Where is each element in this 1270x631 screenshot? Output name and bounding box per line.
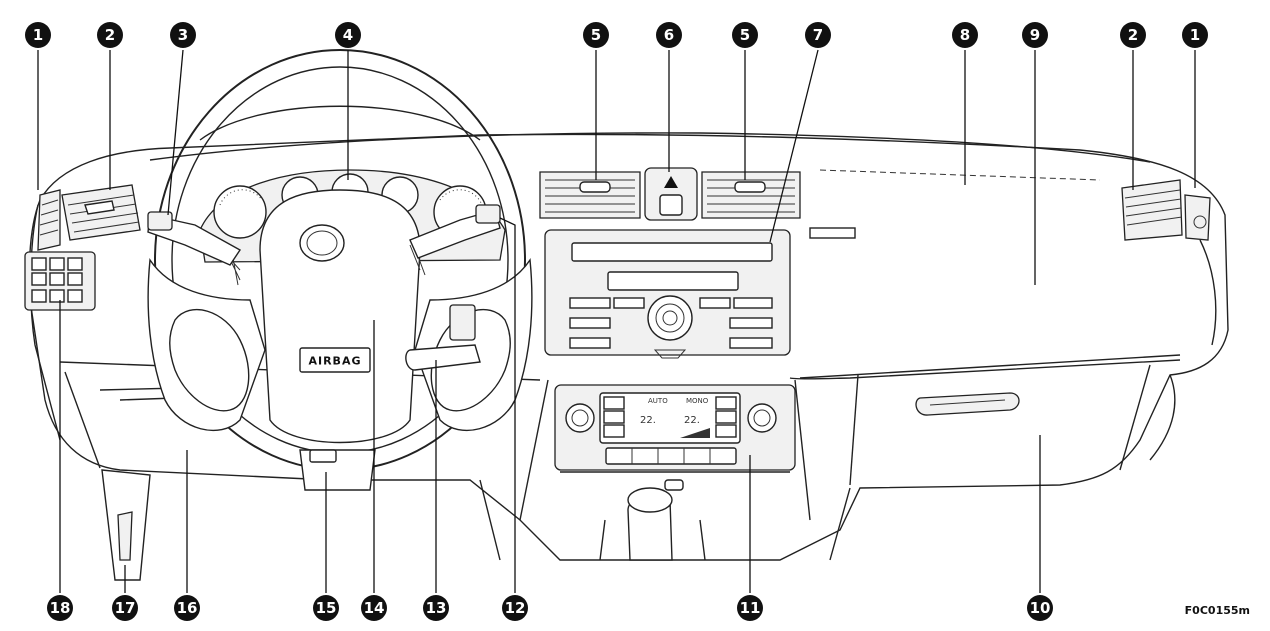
callout-top-2-right: 2 (1120, 22, 1146, 48)
callout-top-8: 8 (952, 22, 978, 48)
climate-control: AUTO MONO 22. 22. (554, 384, 796, 471)
svg-text:7: 7 (813, 26, 823, 44)
svg-text:13: 13 (426, 599, 447, 617)
callout-top-1-left: 1 (25, 22, 51, 48)
climate-temp-right: 22. (684, 415, 700, 426)
svg-text:5: 5 (591, 26, 601, 44)
light-switch-panel (24, 251, 96, 311)
svg-text:18: 18 (50, 599, 71, 617)
leader-lines (37, 49, 1196, 593)
svg-text:14: 14 (364, 599, 385, 617)
callout-top-4: 4 (335, 22, 361, 48)
callout-bottom-10: 10 (1027, 595, 1053, 621)
svg-text:16: 16 (177, 599, 198, 617)
svg-text:10: 10 (1030, 599, 1051, 617)
radio-unit (544, 229, 791, 359)
svg-text:5: 5 (740, 26, 750, 44)
callout-top-3: 3 (170, 22, 196, 48)
svg-text:8: 8 (960, 26, 970, 44)
callout-bottom-11: 11 (737, 595, 763, 621)
center-console (479, 379, 851, 561)
svg-text:3: 3 (178, 26, 188, 44)
callout-bottom-16: 16 (174, 595, 200, 621)
svg-text:15: 15 (316, 599, 337, 617)
climate-temp-left: 22. (640, 415, 656, 426)
callout-bottom-13: 13 (423, 595, 449, 621)
svg-text:11: 11 (740, 599, 761, 617)
bonnet-release (101, 469, 151, 581)
svg-text:6: 6 (664, 26, 674, 44)
hazard-button (644, 167, 698, 221)
callout-top-5-left: 5 (583, 22, 609, 48)
center-vent-right (701, 171, 801, 219)
callout-top-2-left: 2 (97, 22, 123, 48)
callout-bottom-15: 15 (313, 595, 339, 621)
svg-text:4: 4 (343, 26, 353, 44)
center-vent-left (539, 171, 641, 219)
climate-mode-left: AUTO (648, 397, 668, 405)
callout-top-9: 9 (1022, 22, 1048, 48)
callout-bottom-14: 14 (361, 595, 387, 621)
svg-text:2: 2 (1128, 26, 1138, 44)
callout-top-7: 7 (805, 22, 831, 48)
svg-text:2: 2 (105, 26, 115, 44)
side-vent-right (1121, 179, 1211, 241)
left-stalk (147, 211, 242, 266)
side-vent-far-left (37, 189, 61, 251)
callout-top-1-right: 1 (1182, 22, 1208, 48)
callout-bottom-18: 18 (47, 595, 73, 621)
callout-top-5-right: 5 (732, 22, 758, 48)
figure-code: F0C0155m (1184, 604, 1250, 617)
right-stalk (409, 204, 501, 259)
sensor-slot (809, 227, 856, 239)
svg-text:17: 17 (115, 599, 136, 617)
svg-text:1: 1 (1190, 26, 1200, 44)
svg-text:9: 9 (1030, 26, 1040, 44)
callout-bottom-17: 17 (112, 595, 138, 621)
callout-bottom-12: 12 (502, 595, 528, 621)
steering-wheel: AIRBAG (147, 49, 533, 491)
climate-mode-right: MONO (686, 397, 709, 405)
airbag-label: AIRBAG (308, 355, 361, 368)
svg-text:1: 1 (33, 26, 43, 44)
callout-top-6: 6 (656, 22, 682, 48)
svg-text:12: 12 (505, 599, 526, 617)
side-vent-left (61, 184, 141, 241)
ignition-switch (405, 304, 481, 371)
